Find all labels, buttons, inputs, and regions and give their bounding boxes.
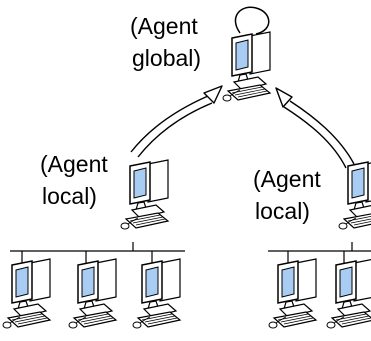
right-lan-computer-2-icon [326, 258, 371, 329]
right-arrow-icon [275, 87, 355, 169]
left-agent-label-line1: (Agent [40, 151, 108, 177]
left-arrow-icon [130, 85, 223, 158]
right-lan-computer-1-icon [268, 258, 317, 329]
global-agent-label-line1: (Agent [130, 13, 198, 39]
global-agent-label-line2: global) [132, 45, 201, 71]
left-lan-computer-2-icon [68, 258, 117, 329]
right-agent-label: (Agent local) [253, 166, 321, 224]
left-agent-label-line2: local) [42, 183, 97, 209]
left-lan-computer-1-icon [2, 258, 51, 329]
self-loop-icon [234, 6, 270, 35]
left-local-agent-computer-icon [120, 159, 169, 230]
right-local-agent-computer-icon [338, 159, 371, 230]
global-agent-computer-icon [222, 31, 271, 102]
right-agent-label-line1: (Agent [253, 166, 321, 192]
left-lan-computer-3-icon [132, 258, 181, 329]
global-agent-label: (Agent global) [130, 13, 201, 71]
left-agent-label: (Agent local) [40, 151, 108, 209]
right-agent-label-line2: local) [255, 198, 310, 224]
